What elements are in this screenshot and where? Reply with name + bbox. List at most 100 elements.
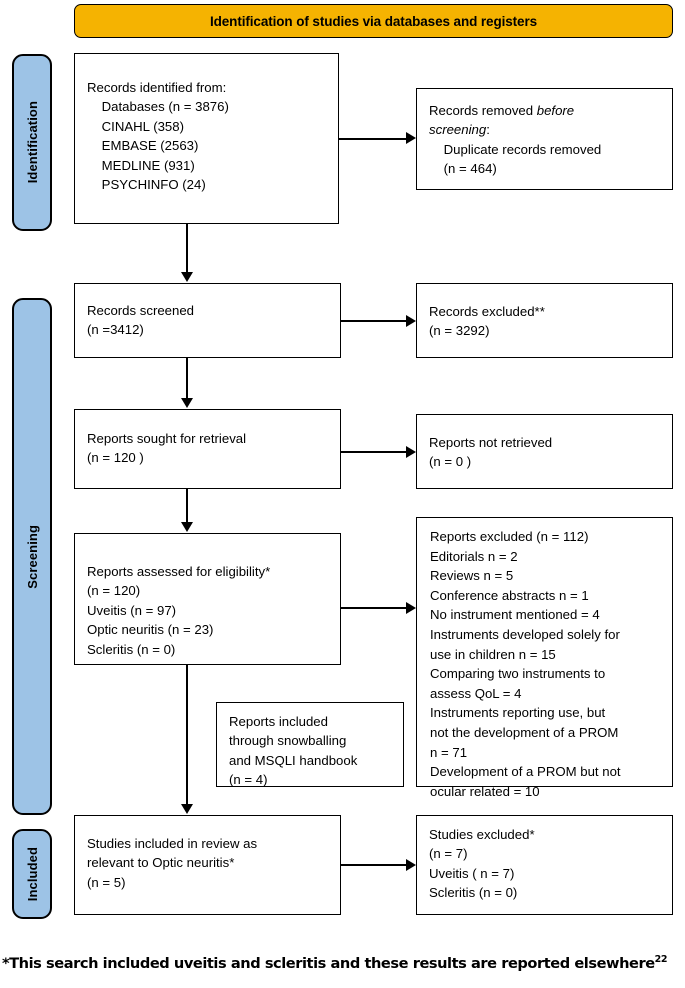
eligibility-line-3: Uveitis (n = 97) bbox=[87, 602, 177, 618]
connector-screened-to-excluded bbox=[341, 320, 406, 323]
eligibility-line-2: (n = 120) bbox=[87, 583, 141, 599]
box-reports-not-retrieved-text: Reports not retrieved (n = 0 ) bbox=[429, 433, 666, 472]
box-reports-assessed-text: Reports assessed for eligibility* (n = 1… bbox=[87, 562, 334, 659]
reports-excluded-line-12: n = 71 bbox=[430, 744, 468, 760]
records-identified-line-6: PSYCHINFO (24) bbox=[87, 177, 206, 193]
reports-excluded-line-7: use in children n = 15 bbox=[430, 646, 556, 662]
footnote-text: *This search included uveitis and scleri… bbox=[2, 954, 655, 972]
reports-excluded-line-3: Reviews n = 5 bbox=[430, 568, 514, 584]
box-reports-assessed-for-eligibility: Reports assessed for eligibility* (n = 1… bbox=[74, 533, 341, 665]
studies-excluded-line-2: (n = 7) bbox=[429, 846, 468, 862]
connector-identified-to-removed bbox=[339, 137, 406, 140]
records-identified-line-4: EMBASE (2563) bbox=[87, 138, 199, 154]
reports-excluded-line-9: assess QoL = 4 bbox=[430, 685, 522, 701]
reports-excluded-line-14: ocular related = 10 bbox=[430, 783, 540, 799]
studies-excluded-line-3: Uveitis ( n = 7) bbox=[429, 865, 515, 881]
snowball-line-4: (n = 4) bbox=[229, 772, 268, 788]
records-removed-line-3: Duplicate records removed bbox=[429, 141, 602, 157]
records-removed-line-4: (n = 464) bbox=[429, 161, 497, 177]
records-excluded-line-2: (n = 3292) bbox=[429, 323, 490, 339]
reports-excluded-line-11: not the development of a PROM bbox=[430, 724, 619, 740]
footnote-superscript: 22 bbox=[654, 954, 668, 965]
records-identified-line-5: MEDLINE (931) bbox=[87, 157, 195, 173]
records-identified-line-1: Records identified from: bbox=[87, 80, 227, 95]
snowball-line-1: Reports included bbox=[229, 714, 328, 729]
reports-sought-line-1: Reports sought for retrieval bbox=[87, 431, 247, 446]
connector-eligibility-to-reports-excluded bbox=[341, 607, 406, 610]
reports-excluded-line-6: Instruments developed solely for bbox=[430, 626, 620, 642]
studies-excluded-line-4: Scleritis (n = 0) bbox=[429, 885, 518, 901]
records-excluded-line-1: Records excluded** bbox=[429, 304, 545, 319]
box-records-removed-before-screening: Records removed before screening: Duplic… bbox=[416, 88, 673, 190]
records-removed-line-1a: Records removed bbox=[429, 103, 537, 118]
box-studies-included-text: Studies included in review as relevant t… bbox=[87, 834, 334, 892]
reports-excluded-line-4: Conference abstracts n = 1 bbox=[430, 587, 589, 603]
records-removed-line-2a: screening bbox=[429, 122, 487, 138]
studies-excluded-line-1: Studies excluded* bbox=[429, 827, 535, 842]
rail-included-label: Included bbox=[24, 846, 40, 902]
arrowhead-included-to-studies-excluded bbox=[406, 858, 416, 871]
records-screened-line-1: Records screened bbox=[87, 303, 195, 318]
snowball-line-2: through snowballing bbox=[229, 733, 347, 749]
snowball-line-3: and MSQLI handbook bbox=[229, 752, 358, 768]
rail-identification-label: Identification bbox=[24, 101, 40, 184]
box-records-screened: Records screened (n =3412) bbox=[74, 283, 341, 358]
records-removed-line-2b: : bbox=[486, 122, 490, 138]
box-records-identified-text: Records identified from: Databases (n = … bbox=[87, 78, 332, 194]
included-line-1: Studies included in review as bbox=[87, 836, 258, 851]
rail-screening: Screening bbox=[12, 298, 52, 815]
rail-screening-label: Screening bbox=[24, 524, 40, 589]
box-reports-excluded: Reports excluded (n = 112) Editorials n … bbox=[416, 517, 673, 799]
connector-screened-to-sought bbox=[186, 358, 189, 398]
reports-excluded-line-13: Development of a PROM but not bbox=[430, 764, 621, 780]
reports-sought-line-2: (n = 120 ) bbox=[87, 450, 144, 466]
connector-included-to-studies-excluded bbox=[341, 864, 406, 867]
phase-banner-identification: Identification of studies via databases … bbox=[74, 4, 673, 38]
box-records-excluded: Records excluded** (n = 3292) bbox=[416, 283, 673, 358]
reports-excluded-line-10: Instruments reporting use, but bbox=[430, 705, 606, 721]
arrowhead-identified-to-screened bbox=[180, 272, 193, 282]
reports-not-retrieved-line-2: (n = 0 ) bbox=[429, 454, 472, 470]
arrowhead-eligibility-to-included bbox=[180, 804, 193, 814]
records-screened-line-2: (n =3412) bbox=[87, 322, 144, 338]
connector-identified-to-screened bbox=[186, 224, 189, 272]
records-identified-line-3: CINAHL (358) bbox=[87, 118, 184, 134]
rail-identification: Identification bbox=[12, 54, 52, 231]
rail-included: Included bbox=[12, 829, 52, 919]
arrowhead-screened-to-excluded bbox=[406, 314, 416, 327]
box-studies-included-in-review: Studies included in review as relevant t… bbox=[74, 815, 341, 915]
records-removed-line-1b: before bbox=[536, 103, 575, 118]
arrowhead-identified-to-removed bbox=[406, 132, 416, 145]
connector-sought-to-not-retrieved bbox=[341, 451, 406, 454]
reports-excluded-line-8: Comparing two instruments to bbox=[430, 666, 606, 682]
connector-sought-to-eligibility bbox=[186, 489, 189, 522]
eligibility-line-5: Scleritis (n = 0) bbox=[87, 641, 176, 657]
box-reports-excluded-text: Reports excluded (n = 112) Editorials n … bbox=[430, 527, 666, 801]
box-records-removed-text: Records removed before screening: Duplic… bbox=[429, 101, 666, 179]
box-reports-not-retrieved: Reports not retrieved (n = 0 ) bbox=[416, 414, 673, 489]
arrowhead-sought-to-not-retrieved bbox=[406, 445, 416, 458]
box-records-excluded-text: Records excluded** (n = 3292) bbox=[429, 302, 666, 341]
records-identified-line-2: Databases (n = 3876) bbox=[87, 99, 229, 115]
box-records-screened-text: Records screened (n =3412) bbox=[87, 301, 334, 340]
reports-excluded-line-2: Editorials n = 2 bbox=[430, 548, 518, 564]
box-records-identified: Records identified from: Databases (n = … bbox=[74, 53, 339, 224]
box-studies-excluded-text: Studies excluded* (n = 7) Uveitis ( n = … bbox=[429, 825, 666, 903]
arrowhead-sought-to-eligibility bbox=[180, 522, 193, 532]
arrowhead-screened-to-sought bbox=[180, 398, 193, 408]
reports-not-retrieved-line-1: Reports not retrieved bbox=[429, 435, 553, 450]
eligibility-line-1: Reports assessed for eligibility* bbox=[87, 564, 271, 579]
box-reports-included-snowballing: Reports included through snowballing and… bbox=[216, 702, 404, 787]
reports-excluded-line-1: Reports excluded (n = 112) bbox=[430, 529, 589, 544]
box-reports-sought-for-retrieval: Reports sought for retrieval (n = 120 ) bbox=[74, 409, 341, 489]
box-reports-sought-text: Reports sought for retrieval (n = 120 ) bbox=[87, 429, 334, 468]
box-studies-excluded: Studies excluded* (n = 7) Uveitis ( n = … bbox=[416, 815, 673, 915]
included-line-3: (n = 5) bbox=[87, 874, 126, 890]
included-line-2: relevant to Optic neuritis* bbox=[87, 855, 235, 871]
phase-banner-label: Identification of studies via databases … bbox=[209, 13, 538, 29]
connector-eligibility-to-included bbox=[186, 665, 189, 804]
eligibility-line-4: Optic neuritis (n = 23) bbox=[87, 622, 214, 638]
arrowhead-eligibility-to-reports-excluded bbox=[406, 601, 416, 614]
reports-excluded-line-5: No instrument mentioned = 4 bbox=[430, 607, 600, 623]
